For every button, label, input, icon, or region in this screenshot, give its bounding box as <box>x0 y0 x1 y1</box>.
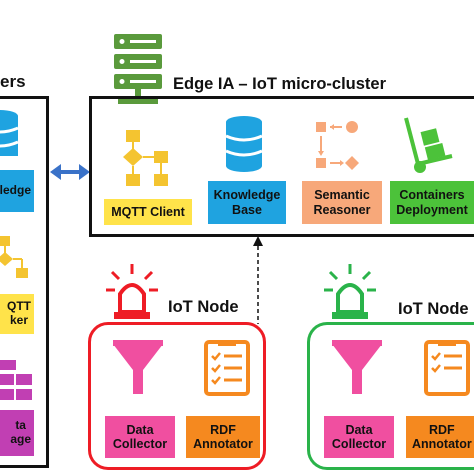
iot-node-frame <box>307 322 474 470</box>
mqtt-client-label: MQTT Client <box>104 199 192 225</box>
edge-cluster-frame <box>89 96 474 237</box>
server-icon <box>114 34 162 104</box>
dashed-arrow <box>253 236 263 324</box>
bidirectional-arrow-icon <box>50 164 90 180</box>
iot-node-title: IoT Node <box>398 300 469 318</box>
funnel-icon <box>332 340 382 394</box>
flowchart-icon <box>123 130 168 186</box>
process-flow-icon <box>316 121 359 170</box>
database-icon <box>0 110 19 156</box>
semantic-reasoner-label: Semantic Reasoner <box>302 181 382 224</box>
funnel-icon <box>113 340 163 394</box>
data-collector-label: Data Collector <box>324 416 394 458</box>
database-icon <box>225 116 263 172</box>
data-collector-label: Data Collector <box>105 416 175 458</box>
flowchart-icon <box>0 236 28 278</box>
storage-icon <box>0 360 32 400</box>
checklist-icon <box>424 340 470 396</box>
rdf-annotator-label: RDF Annotator <box>186 416 260 458</box>
alarm-light-icon <box>106 264 158 319</box>
left-knowledge-label: ledge <box>0 170 34 212</box>
hand-truck-icon <box>404 117 453 173</box>
edge-cluster-title: Edge IA – IoT micro-cluster <box>173 75 387 93</box>
knowledge-base-label: Knowledge Base <box>208 181 286 224</box>
left-storage-label: ta age <box>0 410 34 456</box>
iot-node-title: IoT Node <box>168 298 239 316</box>
left-broker-label: QTT ker <box>0 294 34 334</box>
checklist-icon <box>204 340 250 396</box>
iot-node-frame <box>88 322 266 470</box>
containers-deployment-label: Containers Deployment <box>390 181 474 224</box>
left-cluster-frame <box>0 96 49 468</box>
rdf-annotator-label: RDF Annotator <box>406 416 474 458</box>
alarm-light-icon <box>324 264 376 319</box>
left-cluster-title: ers <box>0 72 26 91</box>
